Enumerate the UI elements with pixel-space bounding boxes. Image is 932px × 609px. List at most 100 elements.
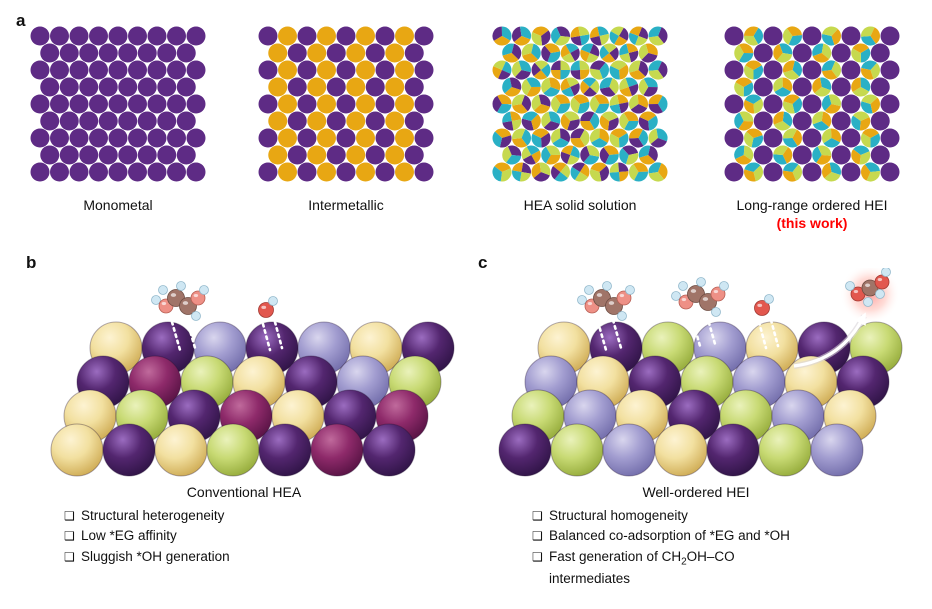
mixed-atom-pie — [638, 77, 658, 97]
mixed-atom-pie — [743, 94, 763, 114]
hea-solid-solution-lattice-graphic — [492, 26, 668, 182]
mixed-atom-pie — [551, 128, 571, 148]
metal-atom — [870, 145, 890, 165]
metal-atom — [317, 26, 336, 46]
mixed-atom-pie — [551, 26, 571, 46]
surface-metal-sphere — [154, 423, 208, 477]
mixed-atom-pie — [851, 145, 871, 165]
metal-atom — [108, 128, 128, 148]
mixed-atom-pie — [734, 111, 754, 131]
mixed-atom-pie — [821, 162, 841, 182]
mixed-atom-pie — [511, 162, 532, 182]
metal-atom — [186, 94, 206, 114]
mixed-atom-pie — [822, 26, 842, 46]
mixed-atom-pie — [511, 60, 531, 80]
metal-atom — [753, 77, 773, 97]
mixed-atom-pie — [743, 128, 764, 148]
checkbox-bullet-icon: ❑ — [532, 549, 543, 564]
metal-atom — [336, 26, 356, 46]
metal-atom — [414, 162, 434, 182]
this-work-label: (this work) — [776, 215, 848, 232]
metal-atom — [841, 128, 861, 148]
mixed-atom-pie — [531, 94, 551, 114]
metal-atom — [278, 162, 297, 182]
metal-atom — [128, 60, 147, 80]
mixed-atom-pie — [851, 43, 871, 63]
mixed-atom-pie — [773, 43, 793, 63]
metal-atom — [375, 162, 395, 182]
checkbox-bullet-icon: ❑ — [532, 529, 543, 544]
metal-atom — [128, 94, 147, 114]
bullet-item: ❑Structural homogeneity — [532, 506, 800, 526]
metal-atom — [870, 43, 890, 63]
metal-atom — [128, 128, 147, 148]
metal-atom — [385, 145, 405, 165]
mixed-atom-pie — [619, 145, 639, 165]
metal-atom — [356, 60, 375, 80]
adsorption-dashed-bond — [757, 320, 768, 350]
surface-metal-sphere — [550, 423, 604, 477]
mixed-atom-pie — [531, 128, 551, 148]
mixed-atom-pie — [782, 94, 803, 114]
metal-atom — [880, 26, 900, 46]
mixed-atom-pie — [580, 111, 600, 131]
surface-metal-sphere — [258, 423, 312, 477]
metal-atom — [30, 128, 50, 148]
intermetallic-lattice-graphic — [258, 26, 434, 182]
ordered-hei-lattice-graphic — [724, 26, 900, 182]
surface-metal-sphere — [498, 423, 552, 477]
checkbox-bullet-icon: ❑ — [532, 509, 543, 523]
metal-atom — [59, 145, 79, 165]
mixed-atom-pie — [599, 77, 619, 97]
mixed-atom-pie — [492, 94, 512, 114]
surface-metal-sphere — [654, 423, 708, 477]
mixed-atom-pie — [531, 162, 551, 182]
metal-atom — [278, 26, 297, 46]
adsorption-dashed-bond — [769, 318, 780, 348]
metal-atom — [40, 43, 60, 63]
metal-atom — [404, 77, 424, 97]
mixed-atom-pie — [860, 26, 880, 46]
mixed-atom-pie — [589, 60, 609, 80]
metal-atom — [753, 43, 773, 63]
adsorption-dashed-bond — [705, 314, 717, 346]
metal-atom — [50, 128, 69, 148]
mixed-atom-pie — [492, 128, 512, 148]
hei-caption: Long-range ordered HEI — [736, 197, 888, 213]
monometal-lattice-graphic — [30, 26, 206, 182]
metal-atom — [880, 162, 900, 182]
metal-atom — [176, 145, 196, 165]
mixed-atom-pie — [619, 111, 639, 131]
metal-atom — [831, 145, 851, 165]
metal-atom — [287, 145, 307, 165]
metal-atom — [186, 26, 206, 46]
metal-atom — [98, 145, 118, 165]
mixed-atom-pie — [492, 26, 512, 46]
metal-atom — [763, 26, 783, 46]
mixed-atom-pie — [629, 60, 648, 80]
metal-atom — [89, 128, 108, 148]
mixed-atom-pie — [734, 145, 754, 165]
bullet-text: Fast generation of CH2OH–CO intermediate… — [549, 548, 735, 587]
metal-atom — [167, 26, 186, 46]
metal-atom — [79, 145, 99, 165]
metal-atom — [356, 94, 375, 114]
metal-atom — [724, 26, 744, 46]
metal-atom — [167, 162, 186, 182]
metal-atom — [89, 60, 108, 80]
metal-atom — [118, 145, 138, 165]
metal-atom — [297, 162, 317, 182]
mixed-atom-pie — [580, 145, 600, 165]
surface-metal-sphere — [206, 423, 260, 477]
metal-atom — [307, 111, 327, 131]
metal-atom — [365, 77, 385, 97]
metal-atom — [763, 94, 783, 114]
metal-atom — [346, 43, 366, 63]
mixed-atom-pie — [521, 77, 541, 97]
metal-atom — [802, 60, 822, 80]
mixed-atom-pie — [551, 94, 570, 114]
metal-atom — [69, 162, 89, 182]
metal-atom — [365, 145, 385, 165]
metal-atom — [880, 60, 900, 80]
